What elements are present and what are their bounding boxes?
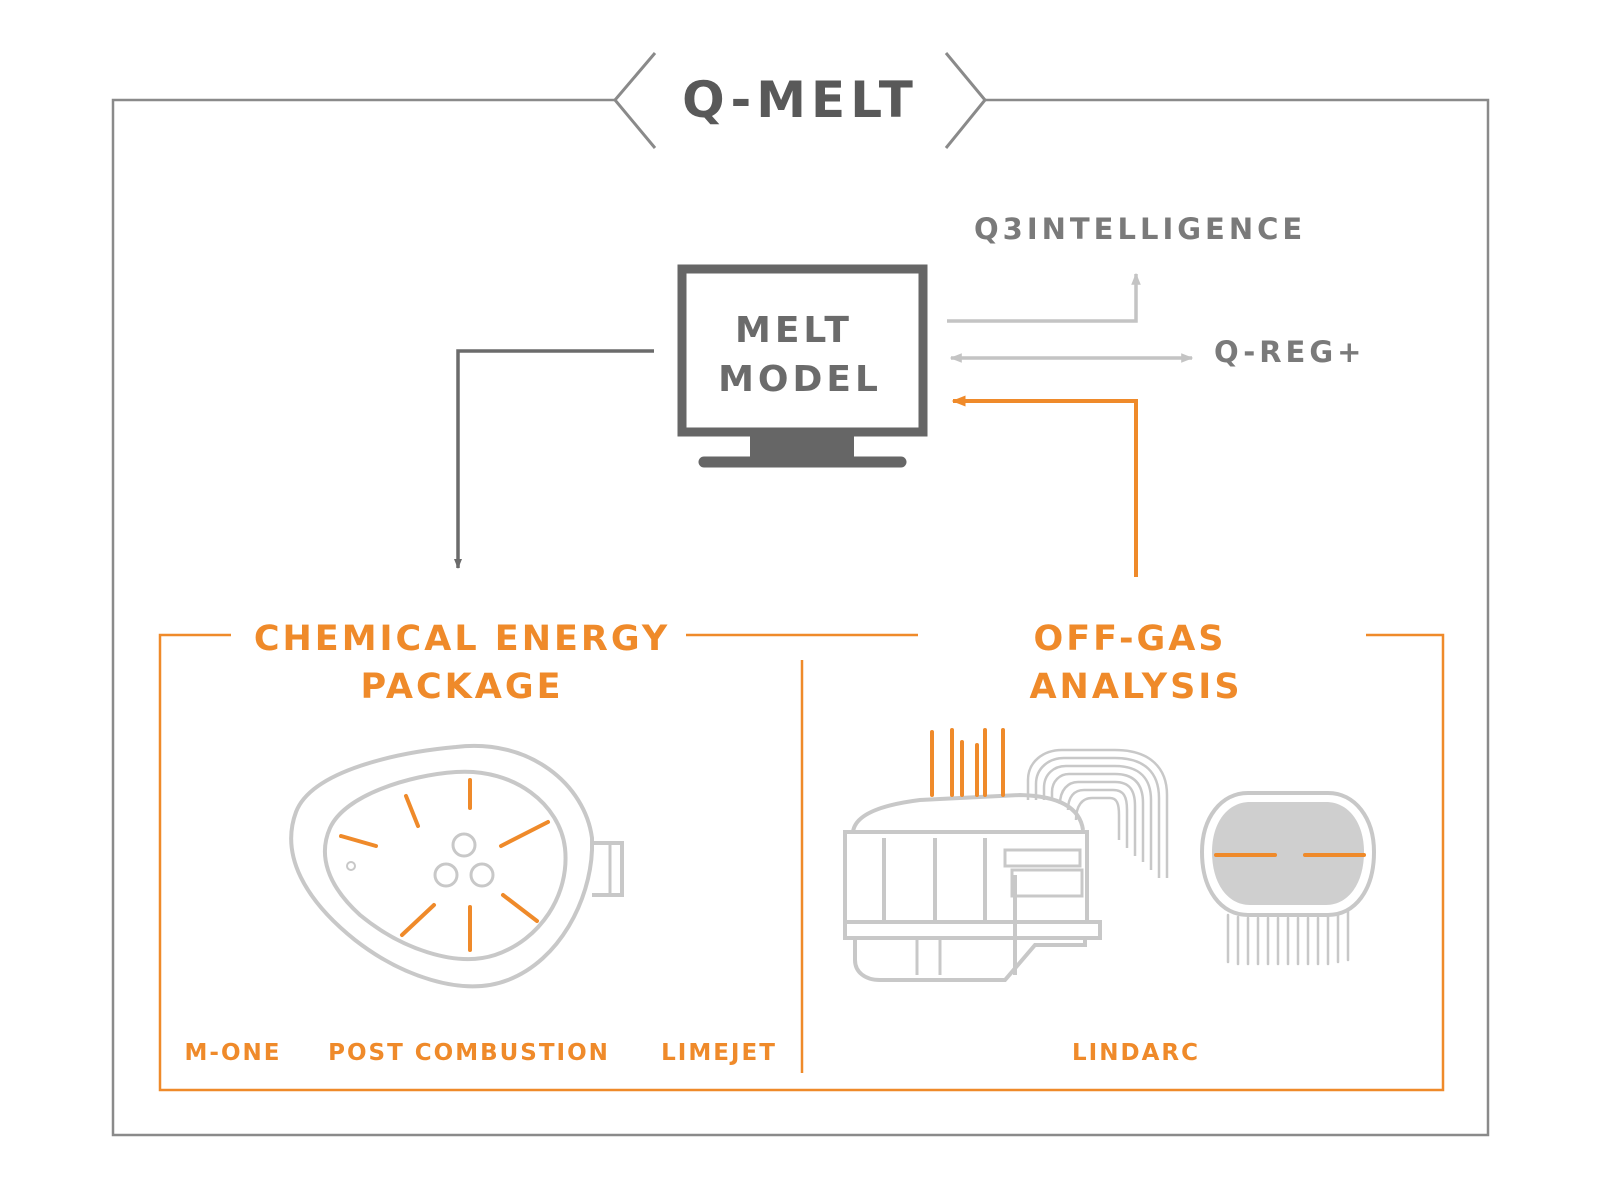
- monitor-label-line1: MELT: [735, 310, 853, 351]
- off-gas-probe-icon: [1199, 791, 1377, 966]
- right-chevron-icon: [944, 52, 987, 149]
- q-reg-label: Q-REG+: [1214, 335, 1365, 369]
- monitor-label-line2: MODEL: [718, 359, 882, 400]
- title-chevrons: [613, 52, 987, 149]
- chemical-energy-heading-line1: CHEMICAL ENERGY: [254, 619, 670, 659]
- lindarc-label: LINDARC: [1072, 1040, 1200, 1066]
- outer-frame: [111, 98, 1490, 1137]
- off-gas-to-melt-model-arrow: [951, 395, 1138, 577]
- limejet-label: LIMEJET: [661, 1040, 777, 1066]
- off-gas-duct: [1026, 748, 1169, 878]
- left-chevron-icon: [613, 52, 657, 149]
- electrodes: [930, 728, 1005, 797]
- furnace-top-view-icon: [289, 743, 624, 989]
- burner-lances: [339, 778, 550, 952]
- off-gas-heading-line1: OFF-GAS: [1033, 619, 1226, 659]
- melt-model-to-q3intelligence-arrow: [947, 272, 1141, 323]
- chemical-energy-heading-line2: PACKAGE: [360, 667, 563, 707]
- melt-model-to-chemical-energy-arrow: [454, 349, 654, 569]
- diagram-title: Q-MELT: [682, 71, 918, 129]
- m-one-label: M-ONE: [185, 1040, 282, 1066]
- package-frame: [158, 633, 1445, 1092]
- q3intelligence-label: Q3INTELLIGENCE: [974, 212, 1306, 246]
- monitor-icon: [677, 264, 928, 468]
- off-gas-heading-line2: ANALYSIS: [1029, 667, 1242, 707]
- furnace-side-view-icon: [843, 792, 1102, 982]
- post-combustion-label: POST COMBUSTION: [328, 1040, 610, 1066]
